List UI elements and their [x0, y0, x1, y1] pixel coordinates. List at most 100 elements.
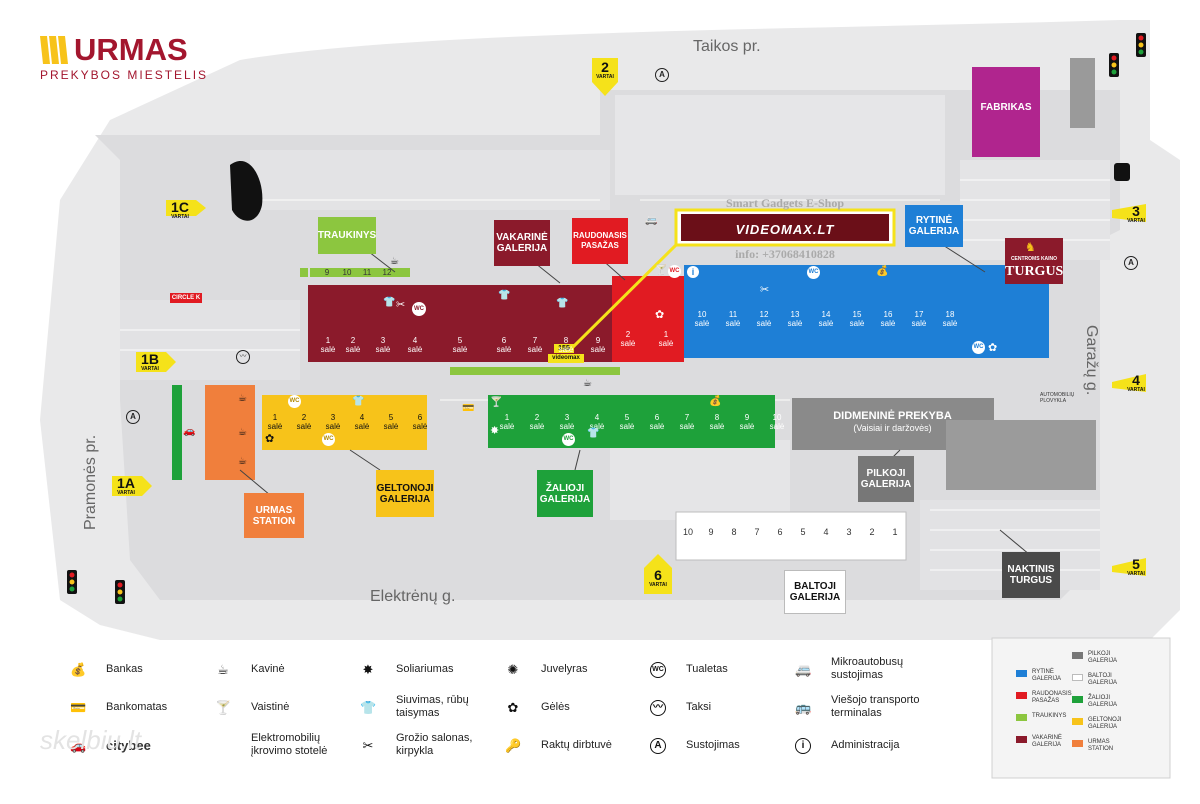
logo: URMAS PREKYBOS MIESTELIS: [38, 32, 238, 84]
hall-baltoji-6[interactable]: 6: [770, 528, 790, 537]
hall-baltoji-3[interactable]: 3: [839, 528, 859, 537]
wc-icon[interactable]: WC: [288, 395, 301, 408]
label-didmenine-prekyba[interactable]: DIDMENINĖ PREKYBA: [833, 410, 952, 422]
hall-traukinys-9[interactable]: 9: [318, 268, 336, 277]
hall-traukinys-11[interactable]: 11: [358, 268, 376, 277]
info-icon[interactable]: i: [687, 266, 699, 278]
bus-stop-icon[interactable]: A: [655, 68, 669, 82]
hall-word: salė: [756, 319, 772, 328]
hall-word: salė: [345, 345, 361, 354]
hall-baltoji-4[interactable]: 4: [816, 528, 836, 537]
wc-icon[interactable]: WC: [972, 341, 985, 354]
label-turgus[interactable]: TURGUS: [1005, 264, 1064, 279]
hall-traukinys-12[interactable]: 12: [378, 268, 396, 277]
hall-number: 10: [697, 310, 707, 319]
hall-baltoji-9[interactable]: 9: [701, 528, 721, 537]
color-key-swatch: [1072, 652, 1083, 659]
tailoring-icon: 👕: [383, 297, 396, 308]
wc-icon[interactable]: WC: [322, 433, 335, 446]
taxi-icon[interactable]: 〰: [236, 350, 250, 364]
ad-banner-link[interactable]: VIDEOMAX.LT: [735, 222, 835, 237]
hall-baltoji-5[interactable]: 5: [793, 528, 813, 537]
label-vakarine-galerija[interactable]: VAKARINĖ GALERIJA: [494, 220, 550, 266]
hall-number: 10: [682, 527, 693, 537]
hall-baltoji-2[interactable]: 2: [862, 528, 882, 537]
hall-number: 13: [790, 310, 800, 319]
label-raudonasis-pasazas[interactable]: RAUDONASIS PASAŽAS: [572, 218, 628, 264]
beauty-icon: ✂: [760, 284, 770, 296]
label-naktinis-turgus[interactable]: NAKTINIS TURGUS: [1002, 552, 1060, 598]
label-baltoji-galerija[interactable]: BALTOJI GALERIJA: [784, 570, 846, 614]
bus-stop-icon[interactable]: A: [1124, 256, 1138, 270]
hall-traukinys-10[interactable]: 10: [338, 268, 356, 277]
legend-label: Viešojo transporto terminalas: [831, 694, 920, 719]
hall-word: salė: [559, 422, 575, 431]
label-rytine-galerija[interactable]: RYTINĖ GALERIJA: [905, 205, 963, 247]
label-traukinys[interactable]: TRAUKINYS: [318, 217, 376, 254]
label-zalioji-galerija[interactable]: ŽALIOJI GALERIJA: [537, 470, 593, 517]
label-geltonoji-galerija[interactable]: GELTONOJI GALERIJA: [376, 470, 434, 517]
hall-baltoji-1[interactable]: 1: [885, 528, 905, 537]
hall-number: 15: [852, 310, 862, 319]
label-urmas-station[interactable]: URMAS STATION: [244, 493, 304, 538]
ad-hall-number: 155: [554, 344, 574, 353]
label-pilkoji-galerija[interactable]: PILKOJI GALERIJA: [858, 456, 914, 502]
hall-baltoji-7[interactable]: 7: [747, 528, 767, 537]
wc-icon[interactable]: WC: [562, 433, 575, 446]
hall-baltoji-8[interactable]: 8: [724, 528, 744, 537]
bus-terminal-icon[interactable]: [1114, 163, 1130, 181]
bus-stop-icon[interactable]: A: [126, 410, 140, 424]
hall-baltoji-10[interactable]: 10: [678, 528, 698, 537]
atm-icon: 💳: [70, 700, 87, 715]
wc-icon[interactable]: WC: [412, 302, 426, 316]
wc-icon[interactable]: WC: [807, 266, 820, 279]
atm-icon: 💳: [462, 403, 475, 414]
wc-icon[interactable]: WC: [668, 265, 681, 278]
label-fabrikas[interactable]: FABRIKAS: [980, 101, 1032, 113]
